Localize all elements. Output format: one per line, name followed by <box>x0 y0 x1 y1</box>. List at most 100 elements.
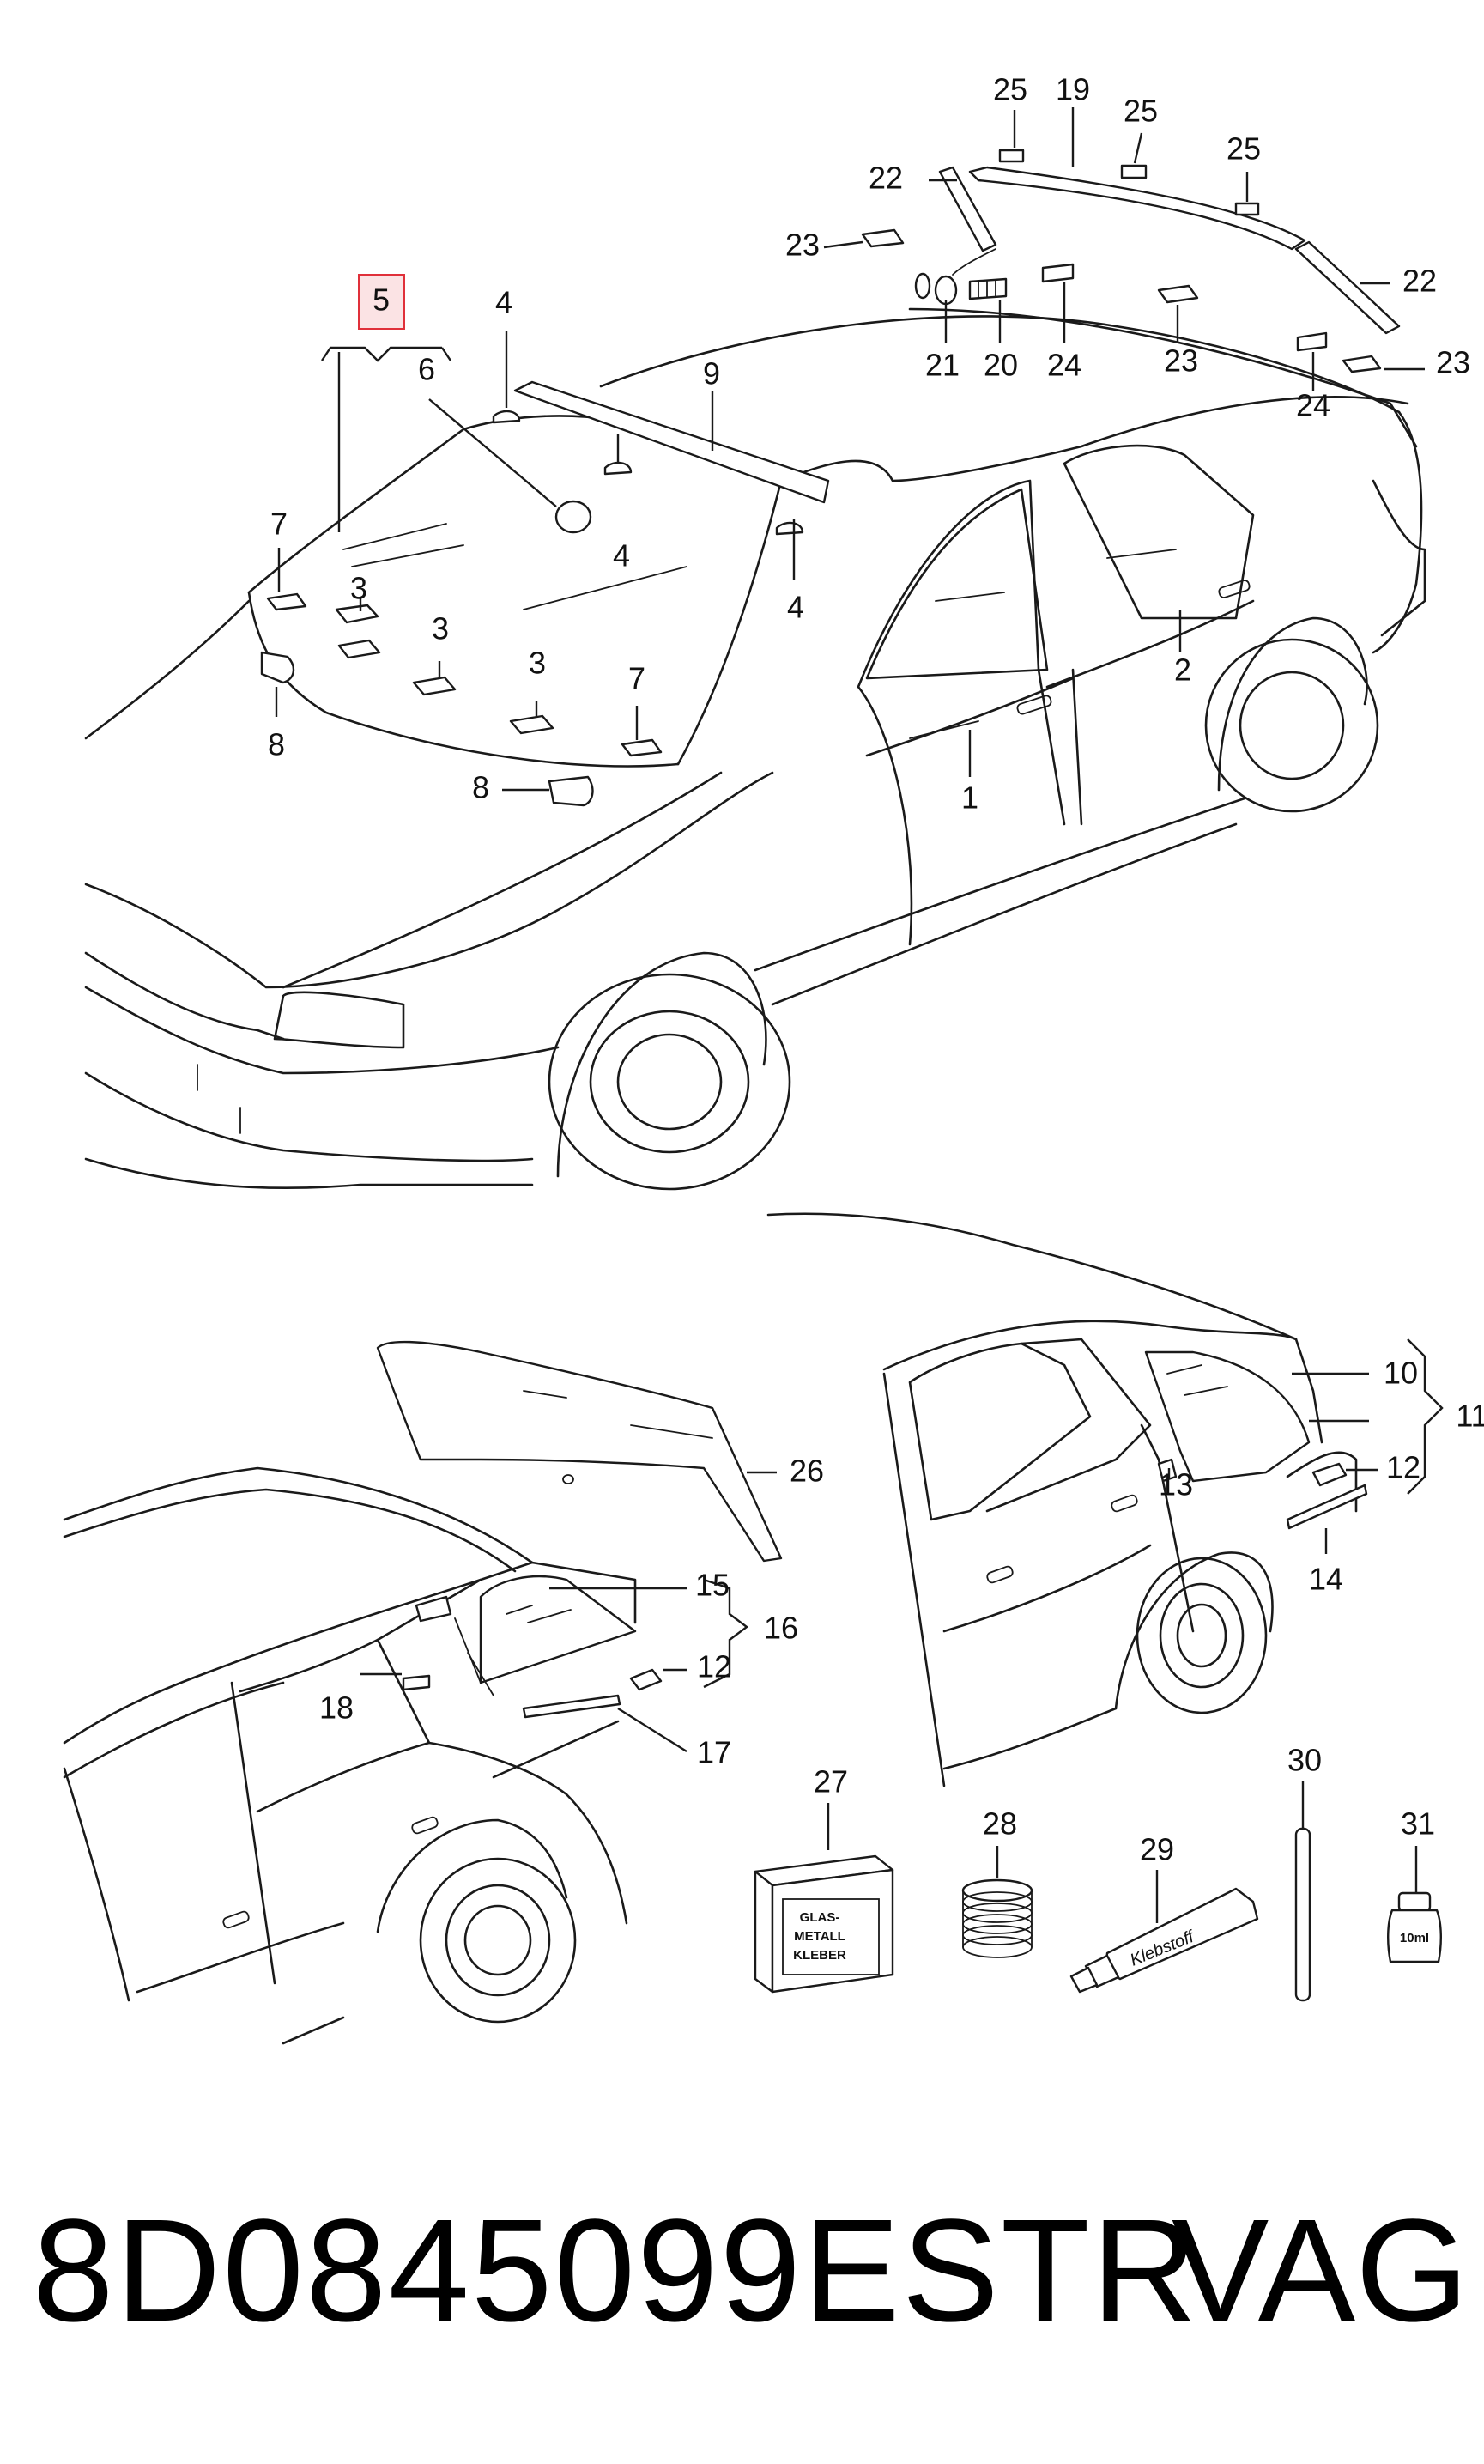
brand-name: VAG <box>1172 2189 1469 2352</box>
windshield-top-strip <box>513 380 830 504</box>
callout-29: 29 <box>1140 1832 1174 1867</box>
callout-5: 5 <box>373 282 390 318</box>
cover-8b <box>548 775 594 807</box>
bolt-20 <box>968 277 1008 300</box>
clip-4c <box>775 521 804 536</box>
sedan-body-outline <box>84 307 1426 1191</box>
callout-17: 17 <box>697 1735 731 1770</box>
callout-3a: 3 <box>350 571 367 606</box>
pad-3c <box>412 676 457 696</box>
callout-21: 21 <box>925 348 960 383</box>
cover-8a <box>260 651 295 684</box>
callout-19: 19 <box>1056 72 1090 107</box>
callout-22a: 22 <box>869 161 903 196</box>
callout-27: 27 <box>814 1764 848 1799</box>
callout-11: 11 <box>1456 1399 1484 1434</box>
box27-line3: KLEBER <box>793 1948 846 1963</box>
callout-18: 18 <box>319 1690 354 1726</box>
quarter-glass-15 <box>479 1575 637 1684</box>
callout-14: 14 <box>1309 1562 1343 1597</box>
callout-12b: 12 <box>697 1649 731 1684</box>
callout-25a: 25 <box>993 72 1027 107</box>
callout-6: 6 <box>418 352 435 387</box>
rear-window-26 <box>376 1340 783 1563</box>
wagon-outline <box>63 1340 783 2045</box>
callout-16: 16 <box>764 1611 798 1646</box>
callout-13: 13 <box>1159 1467 1193 1502</box>
box27-line2: METALL <box>794 1929 845 1944</box>
pin-18 <box>402 1674 431 1691</box>
pad-23b <box>1157 284 1199 304</box>
sedan-rear-callouts: 10 11 12 13 14 <box>1159 1356 1484 1597</box>
callout-28: 28 <box>983 1806 1017 1842</box>
callout-3b: 3 <box>432 611 449 646</box>
callout-26: 26 <box>790 1454 824 1489</box>
seal-bracket <box>415 1595 452 1623</box>
seal-strip-17 <box>522 1694 621 1719</box>
callout-24b: 24 <box>1296 388 1330 423</box>
box27-line1: GLAS- <box>800 1910 840 1925</box>
windshield-parts <box>260 380 830 807</box>
clip-12a <box>1311 1462 1348 1487</box>
glue-tube-29: Klebstoff <box>1069 1887 1259 1994</box>
rod-30 <box>1294 1827 1311 2002</box>
washer-21 <box>934 275 958 306</box>
wagon-leaders <box>360 1471 777 1753</box>
adhesive-box-27: GLAS- METALL KLEBER <box>754 1854 894 1994</box>
clip-4a <box>492 410 521 424</box>
part-number: 8D0845099ESTR <box>33 2189 1199 2352</box>
pad-23c <box>1342 355 1382 373</box>
callout-4b: 4 <box>613 538 630 574</box>
callout-23a: 23 <box>785 228 820 263</box>
callout-4a: 4 <box>495 285 512 320</box>
callout-8b: 8 <box>472 770 489 805</box>
clip-12b <box>629 1668 663 1691</box>
callout-1: 1 <box>961 780 978 816</box>
callout-31: 31 <box>1401 1806 1435 1842</box>
rear-window-strip-19 <box>968 166 1306 251</box>
callout-25c: 25 <box>1227 131 1261 167</box>
callout-20: 20 <box>984 348 1018 383</box>
bottle31-label: 10ml <box>1400 1931 1429 1945</box>
cap-25b <box>1120 164 1148 179</box>
callout-24a: 24 <box>1047 348 1081 383</box>
parts-diagram: 5 6 4 9 4 4 7 3 3 3 7 8 8 1 2 25 19 25 2… <box>63 72 1484 2045</box>
callout-10: 10 <box>1384 1356 1418 1391</box>
callout-7a: 7 <box>270 507 288 542</box>
sedan-rear-leaders <box>1167 1338 1444 1554</box>
pad-23a <box>861 228 905 248</box>
cap-25c <box>1234 202 1260 216</box>
callout-15: 15 <box>695 1568 730 1603</box>
trim-14 <box>1286 1484 1368 1530</box>
spring-28 <box>961 1878 1033 1958</box>
callout-7b: 7 <box>628 661 645 696</box>
pad-3d <box>509 714 554 735</box>
clip-4b <box>603 461 633 476</box>
quarter-glass-10 <box>1144 1350 1311 1483</box>
callout-2: 2 <box>1174 652 1191 688</box>
side-strip-22a <box>938 166 997 252</box>
callout-23c: 23 <box>1436 345 1470 380</box>
pad-3b <box>337 639 381 659</box>
highlight-box-5 <box>358 274 405 330</box>
callout-9: 9 <box>703 356 720 391</box>
callout-8a: 8 <box>268 727 285 762</box>
pad-7b <box>621 738 663 757</box>
rear-window-parts <box>861 149 1401 373</box>
top-leaders <box>275 107 1425 792</box>
sensor-6 <box>554 500 592 534</box>
callout-22b: 22 <box>1402 264 1437 299</box>
top-callouts: 5 6 4 9 4 4 7 3 3 3 7 8 8 1 2 25 19 25 2… <box>268 72 1470 816</box>
bottle-31: 10ml <box>1387 1891 1442 1963</box>
side-strip-22b <box>1294 240 1401 335</box>
footer: 8D0845099ESTR VAG <box>0 2181 1484 2352</box>
pad-3a <box>335 604 379 624</box>
callout-4c: 4 <box>787 590 804 625</box>
callout-3c: 3 <box>529 646 546 681</box>
block-24b <box>1296 331 1328 352</box>
sedan-rear-outline <box>766 1212 1368 1787</box>
callout-25b: 25 <box>1124 94 1158 129</box>
cap-25a <box>998 149 1025 163</box>
callout-12a: 12 <box>1386 1450 1420 1485</box>
pin-13 <box>1157 1458 1178 1483</box>
